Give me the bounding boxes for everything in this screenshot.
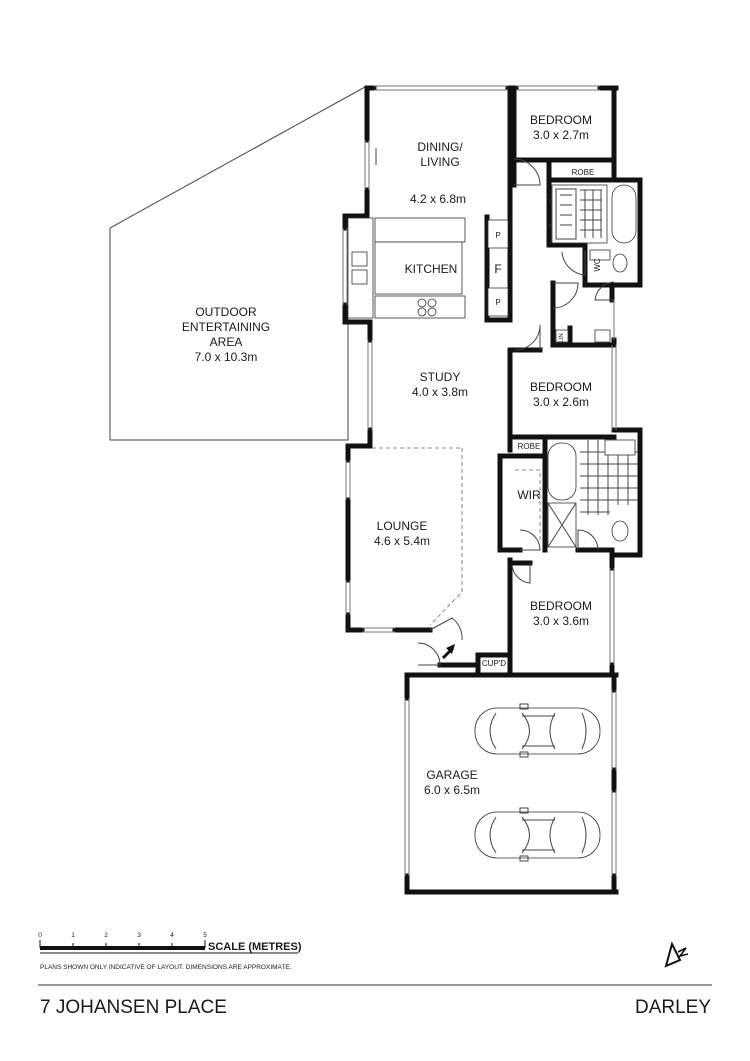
scale-tick-1: 1 bbox=[71, 932, 75, 939]
scale-note: PLANS SHOWN ONLY INDICATIVE OF LAYOUT. D… bbox=[40, 964, 292, 971]
wir-label: WIR bbox=[517, 488, 541, 502]
pantry-top-label: P bbox=[495, 231, 500, 240]
kitchen-label: KITCHEN bbox=[405, 262, 458, 276]
windows bbox=[342, 85, 617, 876]
north-arrow-icon bbox=[664, 941, 689, 968]
scale-title: SCALE (METRES) bbox=[208, 941, 302, 953]
bedroom3-dims: 3.0 x 3.6m bbox=[533, 614, 589, 628]
dining-name-line2: LIVING bbox=[420, 155, 459, 169]
garage-name: GARAGE bbox=[426, 768, 477, 782]
study-dims: 4.0 x 3.8m bbox=[412, 385, 468, 399]
scale-tick-4: 4 bbox=[170, 932, 174, 939]
linen-label: LIN bbox=[559, 333, 565, 342]
lounge-dims: 4.6 x 5.4m bbox=[374, 534, 430, 548]
cupboard-label: CUP'D bbox=[482, 659, 506, 668]
ensuite-fixtures bbox=[551, 184, 637, 343]
outdoor-line3: AREA bbox=[210, 335, 243, 349]
robe2-label: ROBE bbox=[518, 442, 541, 451]
interior-walls bbox=[437, 87, 617, 678]
wc-label: WC bbox=[593, 258, 602, 272]
scale-tick-2: 2 bbox=[104, 932, 108, 939]
scale-bar: 0 1 2 3 4 5 SCALE (METRES) PLANS SHOWN O… bbox=[38, 932, 302, 971]
outdoor-area-outline bbox=[109, 86, 366, 441]
study-name: STUDY bbox=[420, 370, 461, 384]
suburb-text: DARLEY bbox=[635, 997, 711, 1018]
outdoor-dims: 7.0 x 10.3m bbox=[195, 350, 258, 364]
bedroom2-name: BEDROOM bbox=[530, 380, 592, 394]
bedroom3-name: BEDROOM bbox=[530, 599, 592, 613]
garage-dims: 6.0 x 6.5m bbox=[424, 783, 480, 797]
kitchen-fixtures bbox=[347, 217, 509, 319]
scale-tick-5: 5 bbox=[203, 932, 207, 939]
address-text: 7 JOHANSEN PLACE bbox=[40, 997, 227, 1018]
entry-arrow-icon bbox=[441, 644, 455, 660]
pantry-bottom-label: P bbox=[495, 298, 500, 307]
outdoor-line1: OUTDOOR bbox=[195, 305, 257, 319]
fridge-label: F bbox=[494, 262, 501, 276]
robe1-label: ROBE bbox=[572, 168, 595, 177]
bedroom1-dims: 3.0 x 2.7m bbox=[533, 128, 589, 142]
dining-name-line1: DINING/ bbox=[417, 140, 463, 154]
dining-dims: 4.2 x 6.8m bbox=[410, 192, 466, 206]
lounge-dashes bbox=[372, 447, 463, 626]
scale-tick-3: 3 bbox=[137, 932, 141, 939]
lounge-name: LOUNGE bbox=[377, 519, 428, 533]
outdoor-line2: ENTERTAINING bbox=[182, 320, 270, 334]
bedroom1-name: BEDROOM bbox=[530, 113, 592, 127]
bedroom2-dims: 3.0 x 2.6m bbox=[533, 395, 589, 409]
car-icon bbox=[474, 807, 601, 862]
car-icon bbox=[474, 703, 601, 758]
scale-tick-0: 0 bbox=[38, 932, 42, 939]
bathroom-fixtures bbox=[515, 439, 638, 548]
